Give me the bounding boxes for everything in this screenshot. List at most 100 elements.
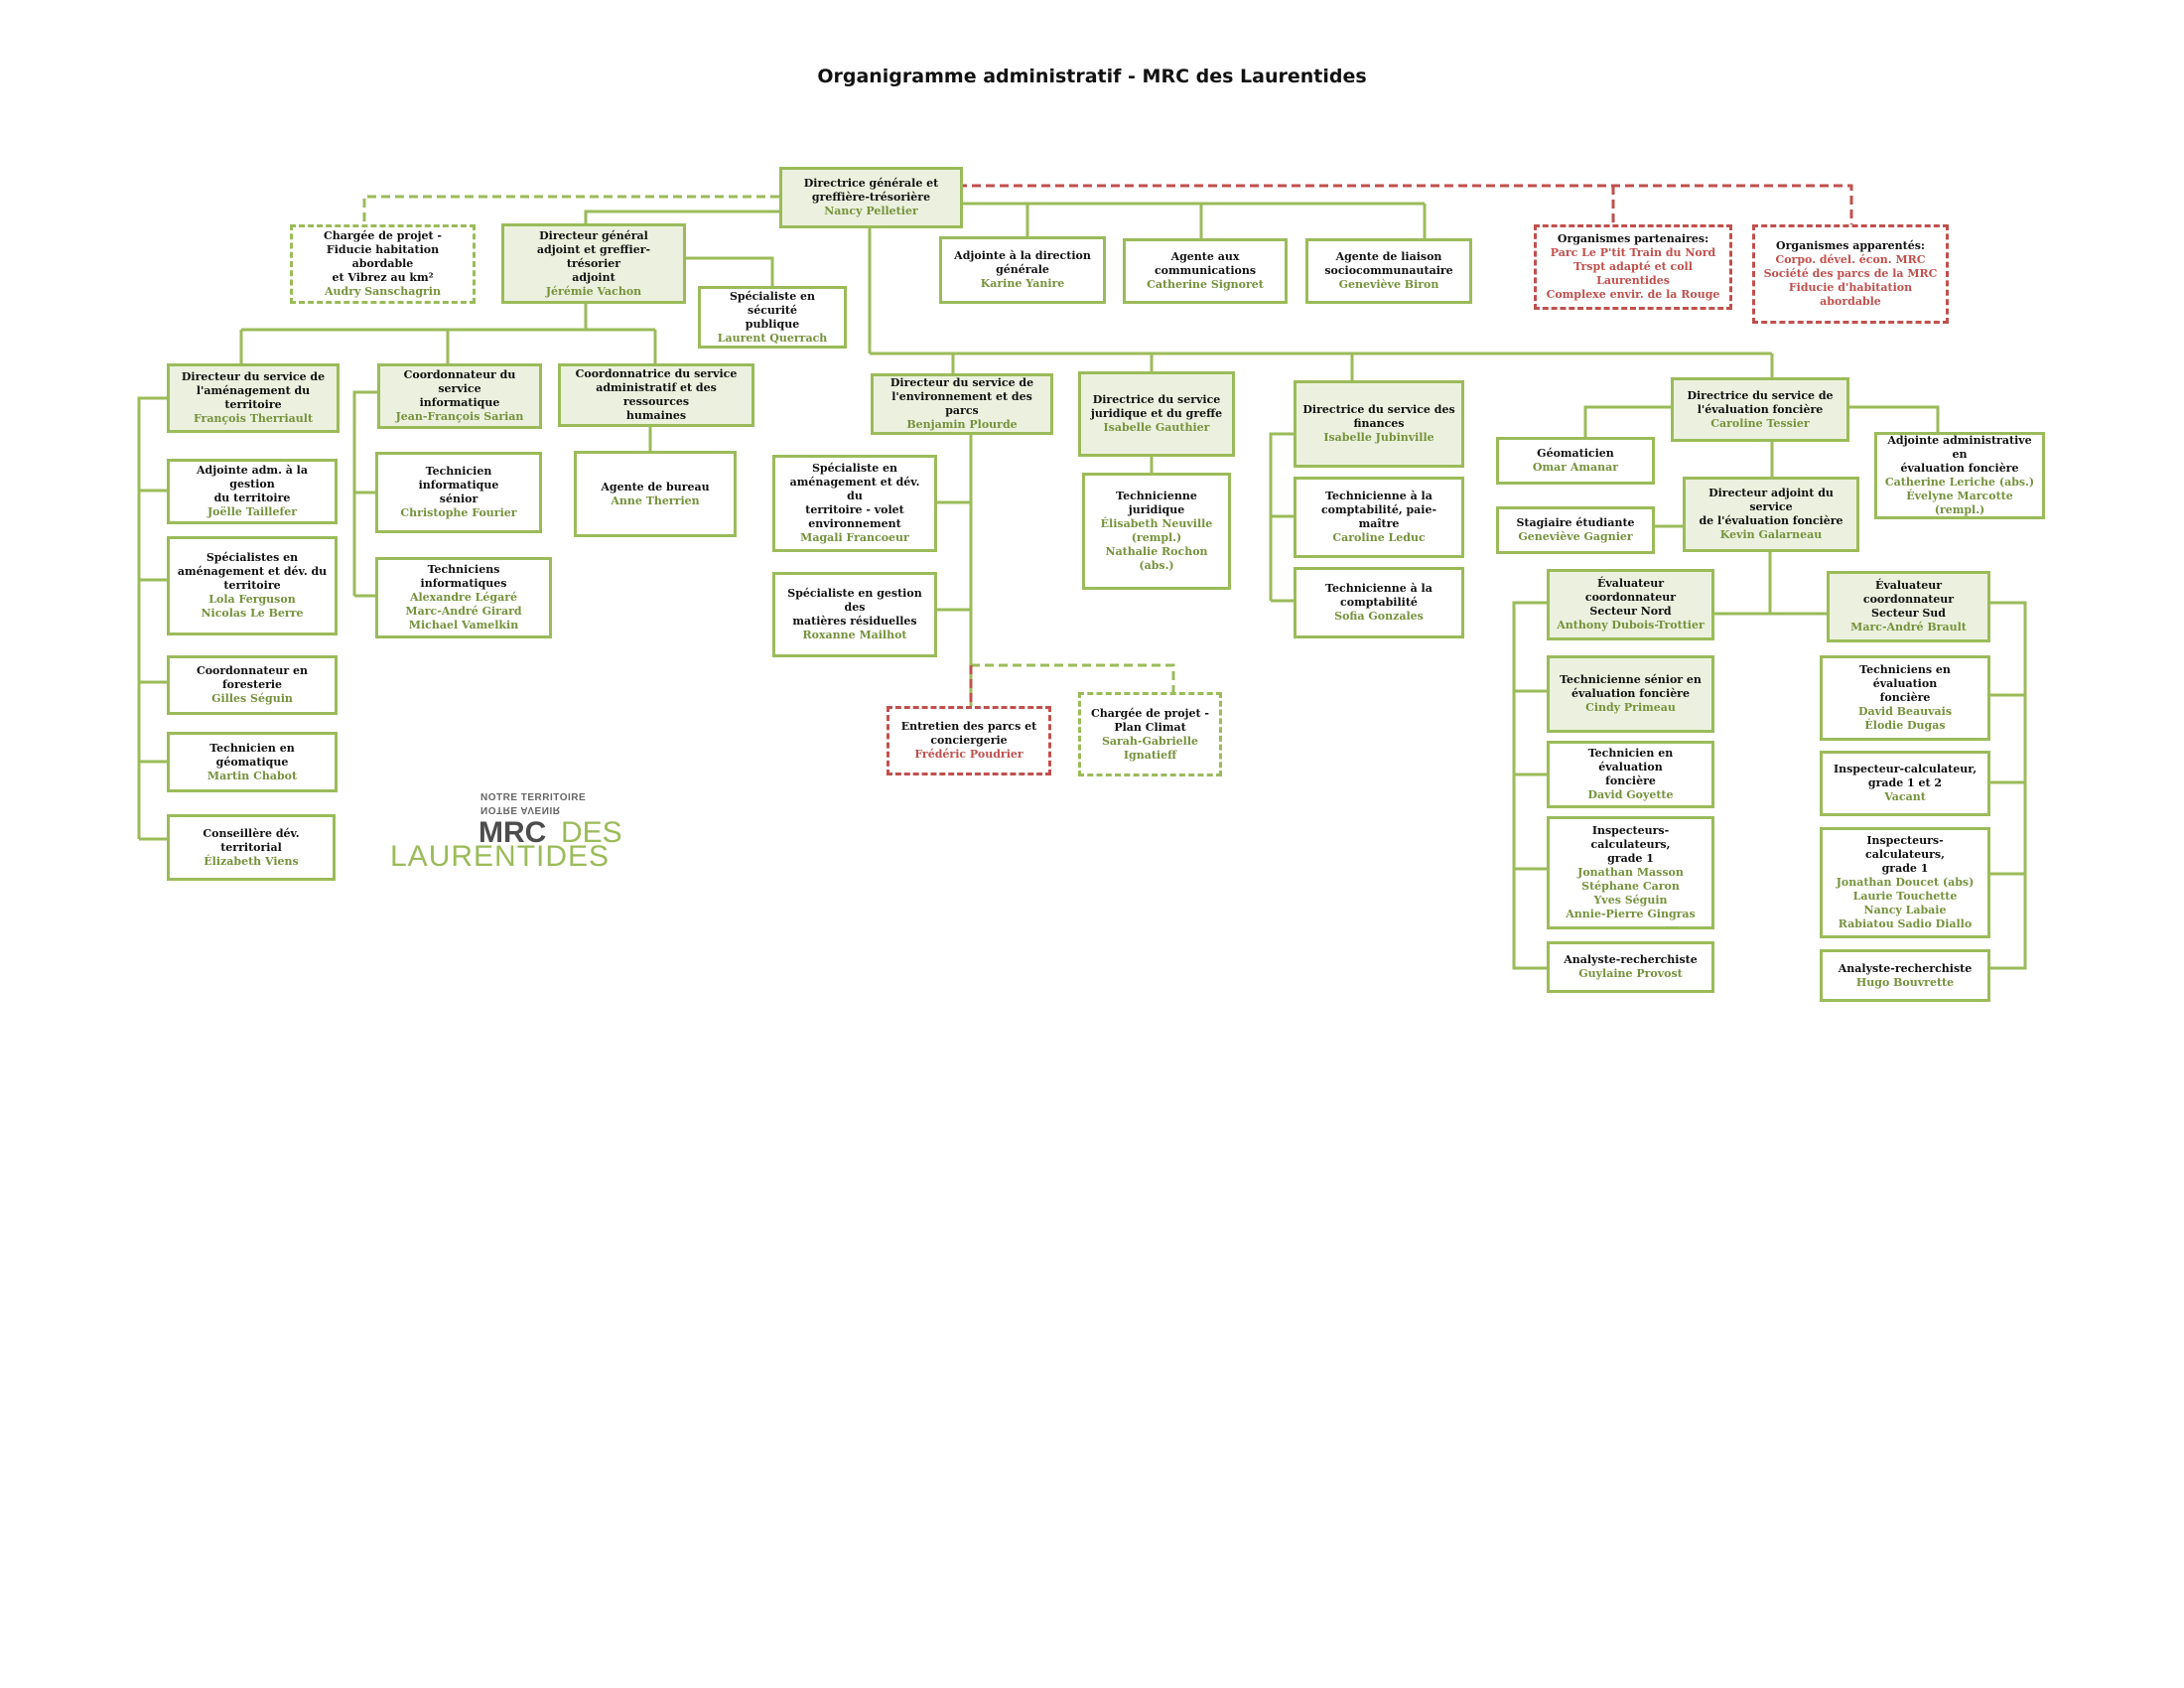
- node-title-line: Entretien des parcs et: [900, 720, 1037, 733]
- node-person: Karine Yanire: [980, 277, 1065, 290]
- node-tech-juridique: Technicienne juridique Élisabeth Neuvill…: [1082, 473, 1231, 590]
- node-eval-sud: Évaluateur coordonnateur Secteur Sud Mar…: [1827, 571, 1990, 642]
- node-apparentes: Organismes apparentés: Corpo. dével. éco…: [1752, 224, 1949, 324]
- node-dir-eval: Directrice du service de l'évaluation fo…: [1671, 377, 1849, 442]
- node-title-line: Directrice du service de: [1687, 388, 1834, 402]
- node-analyste-nord: Analyste-recherchiste Guylaine Provost: [1547, 941, 1714, 993]
- node-title-line: Secteur Nord: [1589, 605, 1672, 618]
- node-title-line: Directeur du service de: [889, 376, 1034, 389]
- node-chargee-climat: Chargée de projet - Plan Climat Sarah-Ga…: [1078, 692, 1222, 776]
- node-title-line: grade 1: [1881, 862, 1929, 875]
- node-person: Geneviève Biron: [1338, 278, 1439, 291]
- node-person: Benjamin Plourde: [906, 418, 1018, 431]
- node-person: Michael Vamelkin: [408, 619, 519, 632]
- node-title-line: Conseillère dév. territorial: [203, 826, 300, 854]
- node-title-line: Organismes partenaires:: [1557, 232, 1709, 245]
- node-person: Nancy Labaie: [1863, 904, 1947, 916]
- node-person: Jean-François Sarian: [395, 410, 524, 423]
- node-title-line: Stagiaire étudiante: [1516, 516, 1635, 529]
- node-adj-admin-eval: Adjointe administrative en évaluation fo…: [1874, 432, 2045, 519]
- node-title-line: matières résiduelles: [792, 615, 917, 628]
- node-person: Frédéric Poudrier: [914, 748, 1024, 761]
- node-title-line: Évaluateur coordonnateur: [1862, 579, 1955, 606]
- node-person: Roxanne Mailhot: [802, 629, 907, 641]
- node-conseillere-dev: Conseillère dév. territorial Élizabeth V…: [167, 814, 336, 881]
- node-person: François Therriault: [193, 412, 314, 425]
- node-person: Élizabeth Viens: [204, 854, 299, 868]
- node-person: Jérémie Vachon: [545, 284, 642, 298]
- node-title-line: Spécialiste en sécurité: [729, 289, 816, 317]
- node-entretien-parcs: Entretien des parcs et conciergerie Fréd…: [887, 706, 1051, 775]
- node-person: Ignatieff: [1123, 748, 1177, 762]
- node-person: Yves Séguin: [1593, 894, 1668, 907]
- node-person: Anne Therrien: [611, 493, 700, 507]
- node-person: Trspt adapté et coll Laurentides: [1573, 260, 1693, 287]
- node-person: Geneviève Gagnier: [1518, 530, 1633, 543]
- node-dga: Directeur général adjoint et greffier-tr…: [501, 223, 686, 304]
- node-title-line: l'environnement et des parcs: [891, 390, 1032, 417]
- node-spec-env: Spécialiste en aménagement et dév. du te…: [772, 455, 937, 552]
- node-title-line: foncière: [1879, 691, 1931, 704]
- node-foresterie: Coordonnateur en foresterie Gilles Ségui…: [167, 655, 338, 715]
- node-title-line: grade 1: [1607, 852, 1654, 865]
- node-person: Laurie Touchette: [1852, 890, 1958, 903]
- logo-mrc: MRC: [478, 816, 547, 849]
- node-adjointe-dg: Adjointe à la direction générale Karine …: [939, 236, 1106, 304]
- node-coord-info: Coordonnateur du service informatique Je…: [377, 363, 542, 429]
- node-title-line: Directeur du service de: [181, 370, 326, 383]
- node-title-line: Spécialistes en: [205, 551, 299, 564]
- logo-tagline-mirror: NOTRE AVENIR: [480, 804, 561, 815]
- node-title-line: et Vibrez au km²: [332, 271, 434, 284]
- node-tech-paie: Technicienne à la comptabilité, paie-maî…: [1294, 477, 1464, 558]
- node-person: Jonathan Masson: [1577, 866, 1684, 879]
- node-person: Caroline Leduc: [1332, 531, 1426, 544]
- node-title-line: Fiducie habitation abordable: [326, 243, 440, 270]
- node-person: Martin Chabot: [206, 769, 298, 782]
- node-title-line: aménagement et dév. du: [789, 476, 920, 502]
- node-title-line: Adjointe administrative en: [1887, 434, 2032, 461]
- node-person: Marc-André Brault: [1850, 621, 1967, 633]
- node-title-line: Coordonnateur du service: [403, 368, 516, 395]
- node-person: Cindy Primeau: [1585, 701, 1676, 714]
- node-person: Nathalie Rochon (abs.): [1105, 545, 1208, 572]
- node-dir-adj-eval: Directeur adjoint du service de l'évalua…: [1683, 477, 1859, 552]
- node-person: Hugo Bouvrette: [1855, 975, 1955, 989]
- node-title-line: Secteur Sud: [1871, 607, 1946, 620]
- node-title-line: Géomaticien: [1537, 447, 1614, 460]
- node-title-line: Directrice du service: [1092, 393, 1221, 406]
- node-title-line: Technicien informatique: [418, 465, 499, 492]
- node-title-line: Coordonnateur en: [196, 664, 309, 677]
- node-title-line: adjoint: [572, 270, 615, 284]
- node-title-line: Analyste-recherchiste: [1838, 961, 1973, 975]
- node-person: David Beauvais: [1857, 705, 1953, 718]
- node-title-line: comptabilité, paie-maître: [1320, 503, 1437, 530]
- node-title-line: Agente de bureau: [601, 480, 710, 493]
- node-title-line: informatique: [419, 396, 500, 409]
- node-title-line: Inspecteurs-calculateurs,: [1590, 824, 1671, 851]
- node-person: Kevin Galarneau: [1719, 528, 1823, 541]
- node-title-line: Technicienne à la: [1325, 582, 1433, 595]
- node-person: Élodie Dugas: [1864, 719, 1946, 732]
- node-title-line: Adjointe à la direction: [954, 249, 1091, 262]
- node-title-line: Techniciens en évaluation: [1859, 663, 1951, 690]
- node-title-line: Spécialiste en: [811, 462, 898, 475]
- node-title-line: Agente de liaison: [1335, 250, 1442, 263]
- node-person: Jonathan Doucet (abs): [1836, 876, 1975, 889]
- node-coord-rh: Coordonnatrice du service administratif …: [558, 363, 754, 427]
- node-title-line: territoire: [223, 579, 281, 592]
- node-person: Nicolas Le Berre: [201, 607, 304, 620]
- node-spec-residuelles: Spécialiste en gestion des matières rési…: [772, 572, 937, 657]
- node-communications: Agente aux communications Catherine Sign…: [1123, 238, 1288, 304]
- node-person: Magali Francoeur: [800, 531, 909, 544]
- node-securite: Spécialiste en sécurité publique Laurent…: [698, 286, 847, 349]
- logo-des: DES: [561, 816, 622, 849]
- mrc-laurentides-logo: NOTRE TERRITOIRE NOTRE AVENIR MRC DES LA…: [387, 790, 625, 873]
- node-person: Omar Amanar: [1532, 461, 1619, 474]
- node-tech-info-senior: Technicien informatique sénior Christoph…: [375, 452, 542, 533]
- node-person: Sofia Gonzales: [1334, 610, 1424, 623]
- node-person: Caroline Tessier: [1710, 416, 1810, 430]
- node-dir-finances: Directrice du service des finances Isabe…: [1294, 380, 1464, 468]
- node-techs-eval-sud: Techniciens en évaluation foncière David…: [1820, 655, 1990, 741]
- node-specialistes-amen: Spécialistes en aménagement et dév. du t…: [167, 536, 338, 635]
